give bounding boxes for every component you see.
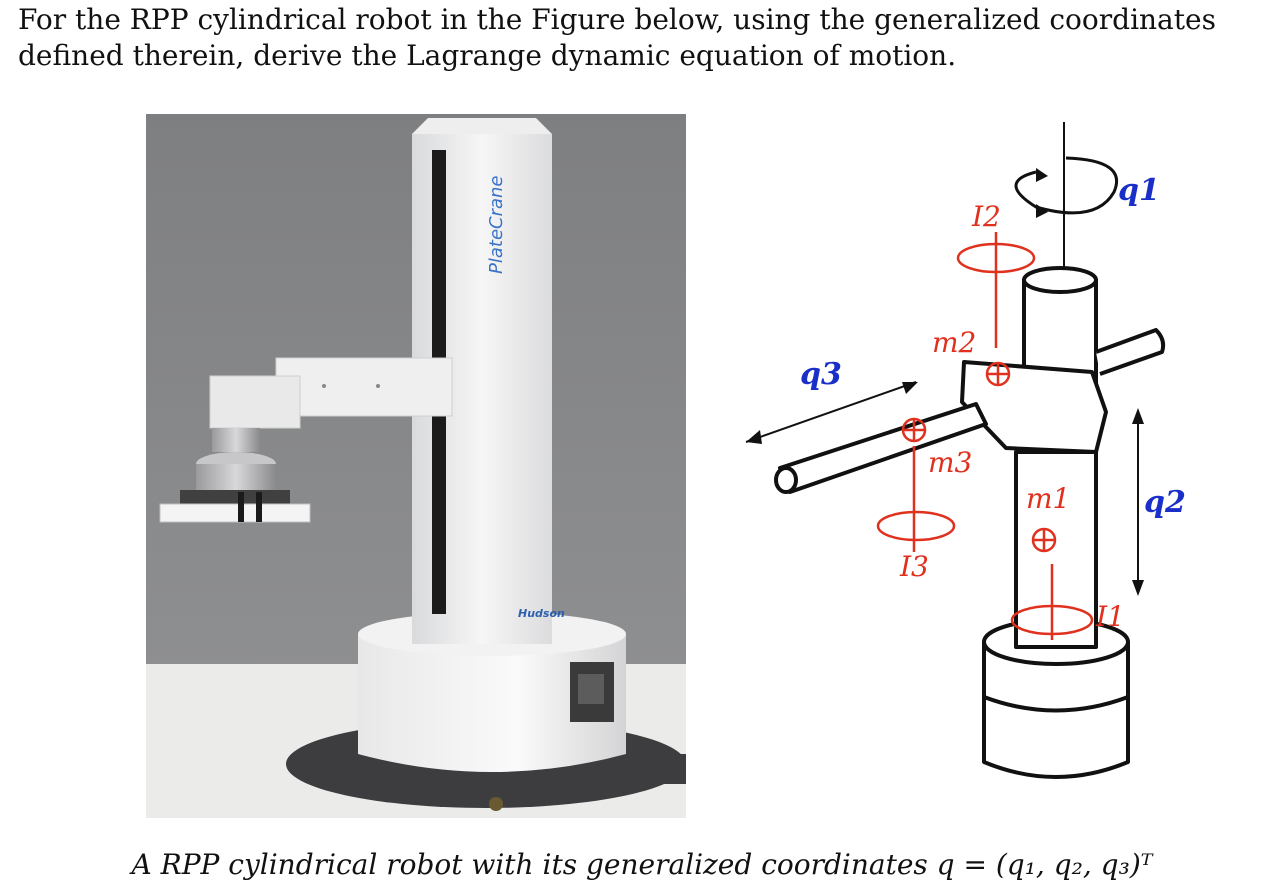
hudson-logo: Hudson xyxy=(518,607,565,620)
inertia-label-i2: I2 xyxy=(971,200,1001,233)
platecrane-brand-text: PlateCrane xyxy=(486,176,507,275)
coordinate-label-q2: q2 xyxy=(1144,485,1186,520)
inertia-label-i1: I1 xyxy=(1095,600,1125,633)
mass-label-m3: m3 xyxy=(928,446,972,479)
mass-label-m2: m2 xyxy=(932,326,976,359)
robot-schematic-diagram: q1 q2 q3 I2 m2 m3 m1 I3 I1 xyxy=(745,122,1186,779)
mass-label-m1: m1 xyxy=(1026,482,1070,515)
coordinate-label-q1: q1 xyxy=(1118,173,1160,208)
inertia-label-i3: I3 xyxy=(899,550,929,583)
robot-photo: PlateCrane Hudson xyxy=(146,114,686,818)
figure-caption: A RPP cylindrical robot with its general… xyxy=(131,848,1153,881)
question-text: For the RPP cylindrical robot in the Fig… xyxy=(18,3,1216,72)
coordinate-label-q3: q3 xyxy=(800,357,842,392)
